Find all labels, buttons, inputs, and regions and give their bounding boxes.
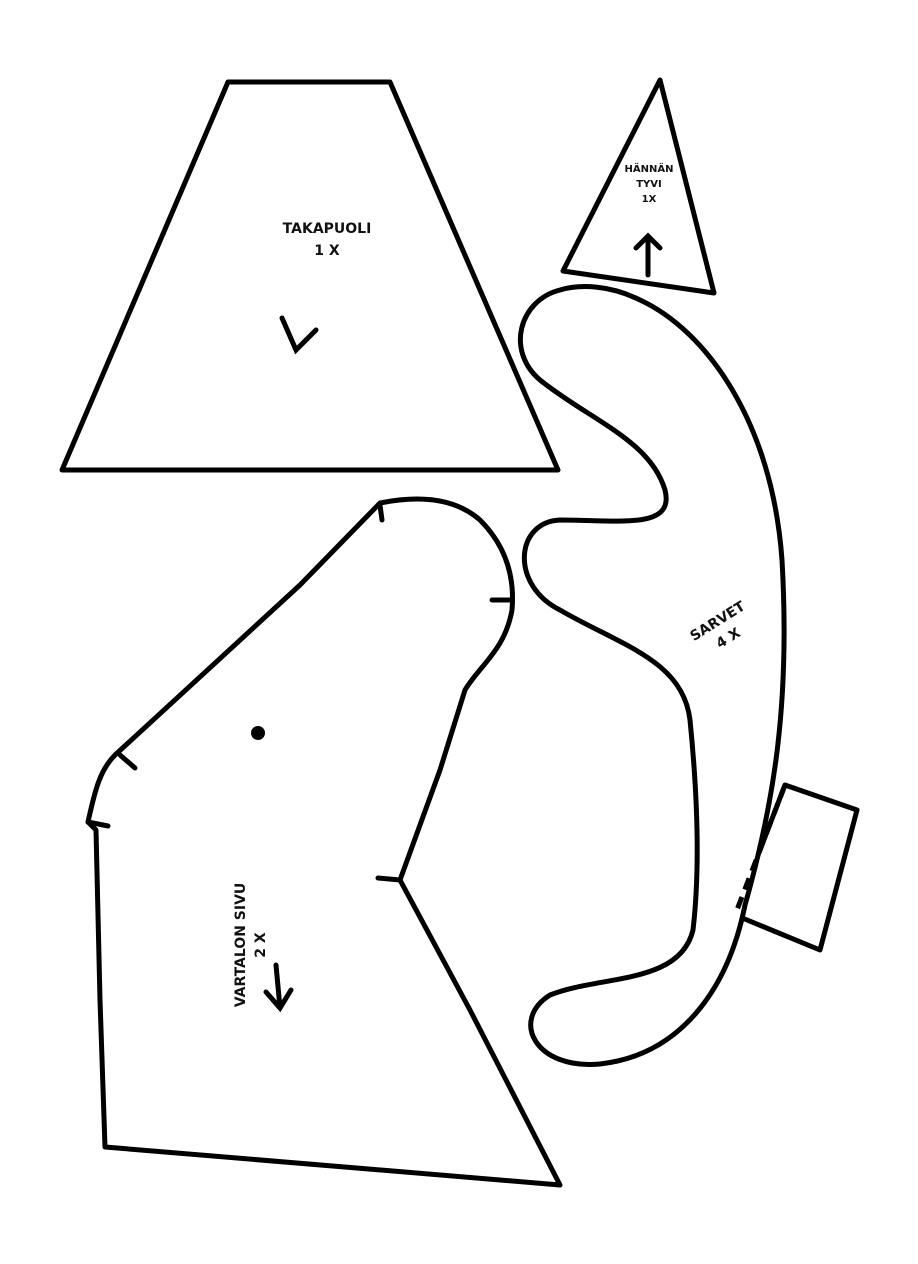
notch-marks — [85, 502, 513, 883]
grain-arrow-icon — [633, 232, 663, 278]
piece-vartalon-sivu: VARTALON SIVU 2 X — [85, 496, 563, 1188]
hannan-tyvi-label-2: TYVI — [636, 179, 662, 190]
hannan-tyvi-outline — [560, 77, 717, 296]
vartalon-sivu-count: 2 X — [253, 932, 269, 958]
takapuoli-outline — [59, 79, 561, 473]
hannan-tyvi-label-1: HÄNNÄN — [625, 161, 674, 175]
piece-sarvet: SARVET 4 X — [517, 284, 860, 1067]
sarvet-fold-line — [732, 784, 788, 916]
takapuoli-count: 1 X — [314, 243, 340, 259]
piece-takapuoli: TAKAPUOLI 1 X — [59, 79, 561, 473]
takapuoli-label: TAKAPUOLI — [283, 221, 372, 237]
vartalon-sivu-outline — [85, 496, 563, 1188]
sarvet-outline — [517, 284, 787, 1067]
grain-arrow-icon — [263, 962, 294, 1013]
hannan-tyvi-count: 1X — [642, 194, 657, 205]
eye-marker-dot — [251, 726, 265, 740]
piece-hannan-tyvi: HÄNNÄN TYVI 1X — [560, 77, 717, 296]
vartalon-sivu-label: VARTALON SIVU — [233, 883, 249, 1008]
grain-arrow-icon — [279, 315, 319, 355]
